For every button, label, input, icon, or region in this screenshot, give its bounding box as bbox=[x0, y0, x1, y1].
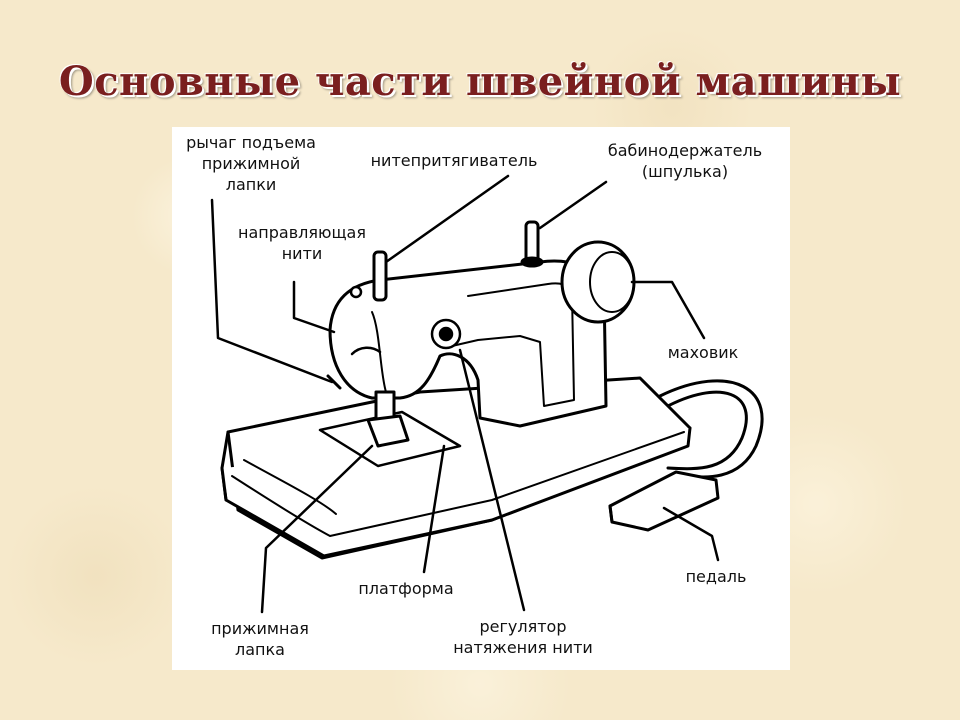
presser-foot bbox=[326, 374, 410, 448]
label-guide-line2: нити bbox=[281, 244, 323, 263]
label-guide-line1: направляющая bbox=[238, 223, 366, 242]
label-presser-foot: прижимная лапка bbox=[192, 618, 328, 660]
label-lever-line2: прижимной bbox=[201, 154, 301, 173]
label-foot-line2: лапка bbox=[235, 640, 285, 659]
label-flywheel: маховик bbox=[667, 343, 739, 362]
label-platform: платформа bbox=[358, 579, 454, 598]
label-tension-line1: регулятор bbox=[479, 617, 567, 636]
label-tension-line2: натяжения нити bbox=[453, 638, 593, 657]
spool-pins bbox=[372, 220, 544, 302]
pedal-cord bbox=[658, 379, 764, 479]
label-lever-presser-foot: рычаг подъема прижимной лапки bbox=[168, 132, 334, 195]
label-spool-line2: (шпулька) bbox=[641, 162, 729, 181]
label-lever-line1: рычаг подъема bbox=[186, 133, 316, 152]
slide-title: Основные части швейной машины bbox=[58, 58, 902, 105]
thread-guide-knob bbox=[349, 285, 462, 356]
label-thread-guide: направляющая нити bbox=[212, 222, 392, 264]
label-tension-regulator: регулятор натяжения нити bbox=[430, 616, 616, 658]
label-pedal: педаль bbox=[685, 567, 747, 586]
machine-base bbox=[220, 376, 692, 560]
label-spool-line1: бабинодержатель bbox=[607, 141, 763, 160]
label-foot-line1: прижимная bbox=[211, 619, 309, 638]
label-take-up-lever: нитепритягиватель bbox=[370, 151, 538, 170]
pedal bbox=[608, 470, 720, 532]
leader-lines bbox=[210, 174, 720, 614]
label-lever-line3: лапки bbox=[225, 175, 277, 194]
label-spool-holder: бабинодержатель (шпулька) bbox=[582, 140, 788, 182]
flywheel bbox=[560, 240, 636, 324]
